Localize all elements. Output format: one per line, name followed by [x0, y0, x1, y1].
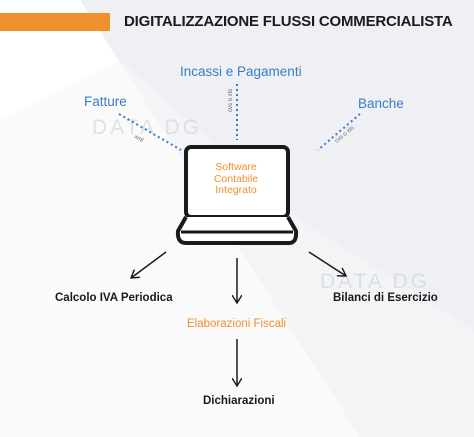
software-line-2: Contabile	[213, 172, 259, 185]
watermark-left: DATA DG	[92, 116, 203, 139]
arrow-to-calcolo-iva	[131, 251, 167, 278]
diagram-title: DIGITALIZZAZIONE FLUSSI COMMERCIALISTA	[124, 13, 453, 30]
output-bilanci-esercizio: Bilanci di Esercizio	[333, 292, 438, 304]
software-line-1: Software	[215, 161, 257, 173]
header-accent-bar	[0, 13, 110, 31]
output-dichiarazioni: Dichiarazioni	[203, 395, 275, 407]
source-banche: Banche	[358, 96, 404, 111]
tag-incassi-format: cvs o xls	[228, 88, 234, 112]
connector-fatture	[118, 113, 182, 151]
connector-banche	[317, 113, 361, 151]
output-elaborazioni-fiscali: Elaborazioni Fiscali	[187, 318, 287, 330]
arrow-to-bilanci	[308, 251, 346, 276]
source-fatture: Fatture	[84, 94, 127, 109]
software-line-3: Integrato	[215, 184, 257, 196]
source-incassi-pagamenti: Incassi e Pagamenti	[180, 64, 302, 79]
laptop-icon	[175, 145, 299, 245]
output-calcolo-iva: Calcolo IVA Periodica	[55, 292, 173, 304]
laptop-screen-text: Software Contabile Integrato	[190, 161, 282, 197]
